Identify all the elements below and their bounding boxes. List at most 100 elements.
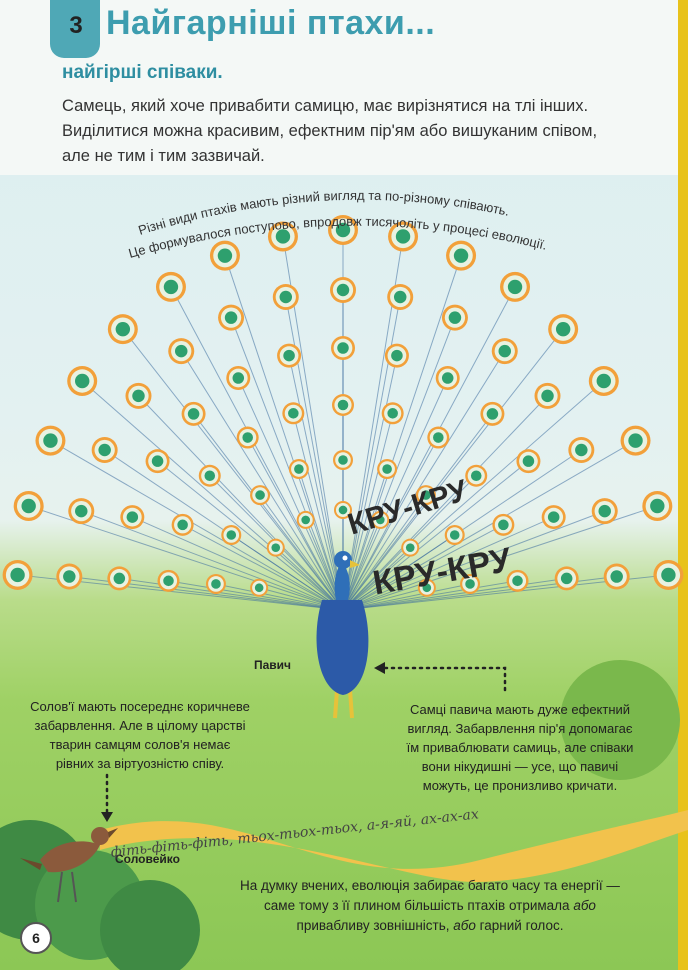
feather-eye-ring: [453, 248, 469, 263]
feather-eye-ring: [596, 373, 611, 389]
caption-line: Солов'ї мають посереднє коричневе: [30, 699, 250, 714]
conclusion-line: саме тому з її плином більшість птахів о…: [210, 896, 650, 916]
feather-eye-ring: [522, 455, 535, 467]
feather-shaft: [342, 494, 427, 611]
feather-eye-ring: [337, 342, 349, 354]
feather-shaft: [342, 286, 516, 611]
caption-line: Самці павича мають дуже ефектний: [409, 702, 631, 717]
feather-eye-ring: [113, 572, 126, 585]
feather-shaft: [342, 395, 548, 611]
conclusion-line: привабливу зовнішність, або гарний голос…: [210, 916, 650, 936]
feather-eye-ring: [163, 575, 174, 587]
feather-shaft: [224, 255, 344, 611]
feather-eye-ring: [387, 408, 398, 419]
feather-eye-ring: [391, 349, 403, 362]
page-title: Найгарніші птахи...: [106, 4, 436, 42]
feather-eye-ring: [395, 229, 411, 244]
feather-eye-ring: [498, 519, 509, 531]
feather-eye-ring: [547, 511, 560, 523]
feather-eye-ring: [560, 572, 573, 585]
feather-eye-ring: [382, 464, 392, 474]
feather-eye-ring: [405, 543, 415, 552]
feather-eye-ring: [338, 505, 348, 515]
caption-line: вони нікудишні — усе, що павичі: [421, 759, 619, 774]
conclusion-emphasis: або: [573, 898, 596, 913]
feather-eye-ring: [301, 515, 311, 525]
feather-eye-ring: [187, 408, 200, 420]
feather-shaft: [138, 395, 344, 611]
feather-eye-ring: [598, 504, 611, 518]
feather-shaft: [81, 380, 344, 611]
caption-line: вигляд. Забарвлення пір'я допомагає: [407, 721, 633, 736]
feather-eye-ring: [254, 583, 264, 593]
feather-eye-ring: [470, 470, 482, 482]
feather-eye-ring: [422, 583, 432, 593]
feather-eye-ring: [43, 433, 58, 448]
feather-shaft: [342, 460, 529, 611]
feather-eye-ring: [126, 511, 139, 523]
feather-shaft: [157, 460, 344, 611]
nightingale-label: Соловейко: [115, 852, 180, 866]
feather-eye-ring: [336, 283, 350, 297]
feather-shaft: [342, 547, 411, 611]
page-number: 6: [20, 922, 52, 954]
feather-shaft: [182, 524, 344, 611]
feather-eye-ring: [465, 579, 475, 589]
feather-shaft: [193, 413, 344, 611]
peacock-body: [316, 551, 369, 719]
feather-eye-ring: [275, 229, 291, 244]
feather-eye-ring: [448, 311, 462, 324]
feather-shaft: [342, 519, 381, 611]
feather-shaft: [342, 413, 394, 611]
feather-eye-ring: [335, 222, 351, 238]
feather-eye-ring: [486, 408, 499, 420]
feather-eye-ring: [63, 570, 76, 583]
feather-eye-ring: [337, 399, 349, 411]
feather-eye-ring: [421, 490, 431, 500]
feather-eye-ring: [151, 455, 164, 467]
feather-eye-ring: [175, 344, 188, 358]
peacock-caption: Самці павича мають дуже ефектний вигляд.…: [390, 700, 650, 795]
feather-eye-ring: [575, 443, 588, 457]
feather-eye-ring: [279, 290, 293, 304]
intro-line: Самець, який хоче привабити самицю, має …: [62, 97, 589, 115]
feather-eye-ring: [226, 530, 237, 540]
feather-shaft: [342, 328, 564, 611]
feather-eye-ring: [75, 373, 90, 389]
chapter-tab: [50, 0, 100, 58]
feather-eye-ring: [288, 408, 299, 419]
feather-shaft: [122, 328, 344, 611]
feather-eye-ring: [75, 504, 88, 518]
feather-eye-ring: [10, 567, 25, 583]
feather-shaft: [119, 577, 344, 611]
feather-eye-ring: [498, 344, 511, 358]
feather-shaft: [81, 510, 344, 611]
pointer-arrowhead: [101, 812, 113, 822]
feather-shaft: [342, 534, 455, 611]
feather-eye-ring: [294, 464, 304, 474]
conclusion-line: На думку вчених, еволюція забирає багато…: [240, 878, 620, 893]
feather-eye-ring: [211, 579, 221, 589]
feather-eye-ring: [204, 470, 216, 482]
feather-shaft: [180, 350, 344, 611]
pointer-arrowhead: [374, 662, 385, 674]
conclusion-emphasis: або: [453, 918, 476, 933]
feather-eye-ring: [661, 567, 676, 583]
conclusion-text: гарний голос.: [475, 918, 564, 933]
feather-shaft: [247, 437, 344, 611]
feather-eye-ring: [163, 279, 179, 295]
feather-shaft: [231, 534, 344, 611]
feather-eye-ring: [628, 433, 643, 448]
feather-eye-ring: [449, 530, 460, 540]
page-subtitle: найгірші співаки.: [62, 62, 223, 83]
feather-eye-ring: [21, 498, 36, 514]
caption-line: рівних за віртуозністю співу.: [55, 756, 225, 771]
feather-shaft: [342, 440, 636, 611]
feather-eye-ring: [393, 290, 407, 304]
conclusion-text: привабливу зовнішність,: [296, 918, 454, 933]
feather-shaft: [237, 377, 344, 611]
feather-shaft: [230, 317, 344, 611]
feather-eye-ring: [441, 372, 454, 384]
